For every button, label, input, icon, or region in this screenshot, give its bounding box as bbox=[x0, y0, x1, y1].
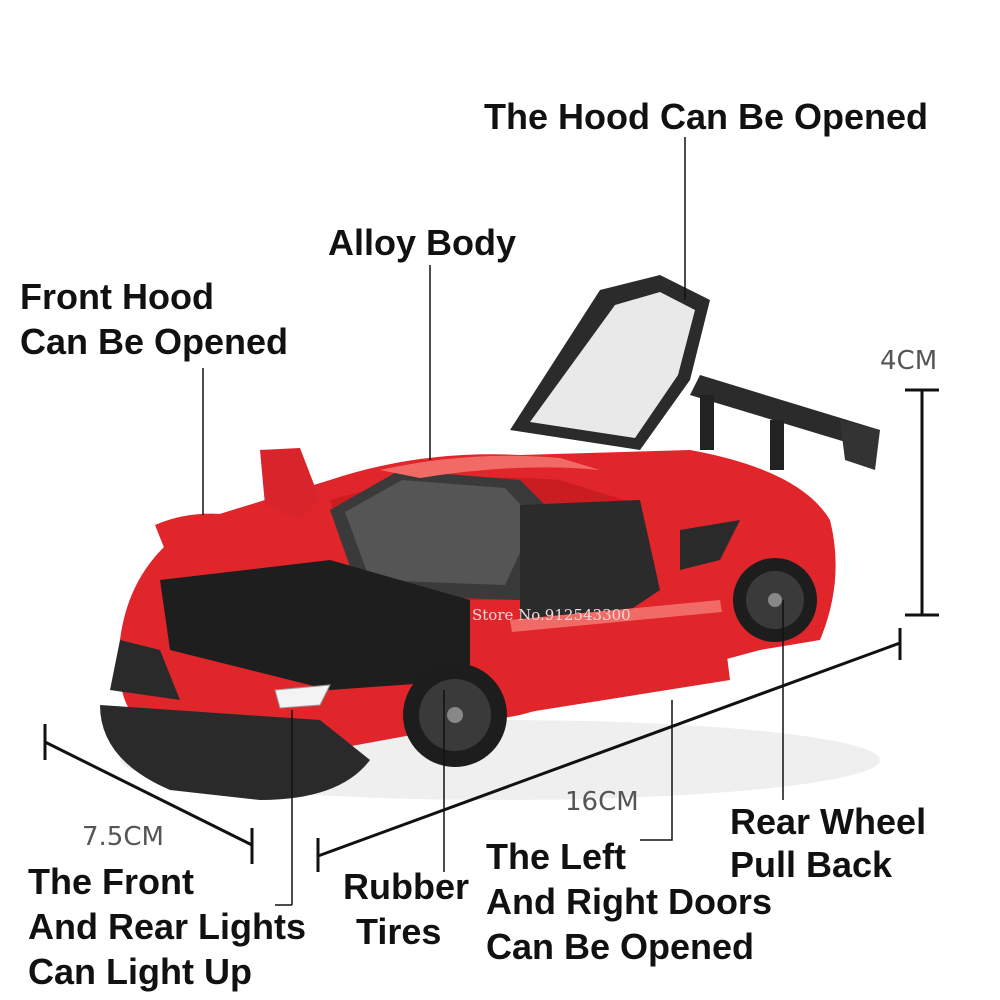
label-rear-wheel-2: Pull Back bbox=[730, 844, 893, 885]
dimension-lines bbox=[43, 388, 939, 872]
open-door bbox=[510, 275, 730, 715]
label-lights-3: Can Light Up bbox=[28, 951, 252, 992]
front-wheel bbox=[403, 663, 507, 767]
dimension-width: 7.5CM bbox=[82, 822, 164, 852]
car-body bbox=[100, 448, 836, 800]
label-doors-2: And Right Doors bbox=[486, 881, 772, 922]
label-rubber-2: Tires bbox=[356, 911, 442, 952]
rear-wing bbox=[690, 375, 880, 470]
label-lights-1: The Front bbox=[28, 861, 194, 902]
leader-lines bbox=[202, 137, 784, 906]
label-rear-wheel-1: Rear Wheel bbox=[730, 801, 927, 842]
dimension-length: 16CM bbox=[565, 787, 639, 817]
store-watermark: Store No.912543300 bbox=[472, 606, 631, 624]
label-lights-2: And Rear Lights bbox=[28, 906, 307, 947]
dimension-height: 4CM bbox=[880, 346, 938, 376]
label-alloy-body: Alloy Body bbox=[328, 222, 517, 263]
label-hood-opened: The Hood Can Be Opened bbox=[484, 96, 929, 137]
label-doors-1: The Left bbox=[486, 836, 626, 877]
label-rubber-1: Rubber bbox=[343, 866, 469, 907]
label-front-hood-2: Can Be Opened bbox=[20, 321, 289, 362]
label-doors-3: Can Be Opened bbox=[486, 926, 755, 967]
label-front-hood-1: Front Hood bbox=[20, 276, 214, 317]
rear-wheel bbox=[733, 558, 817, 642]
